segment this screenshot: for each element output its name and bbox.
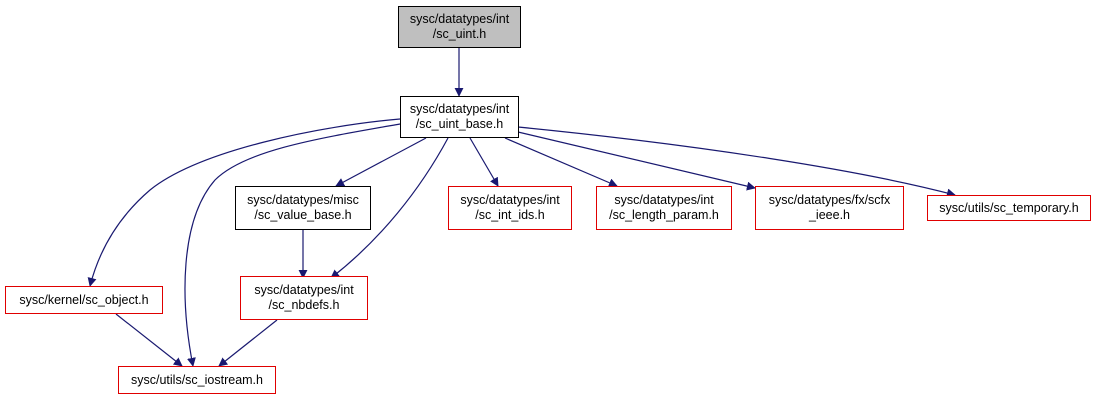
node-label: sysc/datatypes/int /sc_uint_base.h (409, 102, 510, 131)
node-scfx-ieee-h[interactable]: sysc/datatypes/fx/scfx _ieee.h (755, 186, 904, 230)
node-label: sysc/datatypes/misc /sc_value_base.h (247, 193, 359, 222)
edge-sc-uint-base-to-sc-temporary (517, 126, 956, 198)
edge-sc-uint-base-to-sc-iostream (184, 123, 401, 367)
node-sc-int-ids-h[interactable]: sysc/datatypes/int /sc_int_ids.h (448, 186, 572, 230)
edge-sc-nbdefs-to-sc-iostream (218, 319, 278, 367)
edge-sc-uint-base-to-sc-length-param (504, 137, 618, 187)
node-label: sysc/datatypes/int /sc_length_param.h (609, 193, 719, 222)
node-sc-object-h[interactable]: sysc/kernel/sc_object.h (5, 286, 163, 314)
node-label: sysc/utils/sc_temporary.h (939, 200, 1079, 215)
node-sc-uint-base-h[interactable]: sysc/datatypes/int /sc_uint_base.h (400, 96, 519, 138)
node-label: sysc/kernel/sc_object.h (19, 292, 149, 307)
node-label: sysc/utils/sc_iostream.h (131, 372, 263, 387)
edge-sc-uint-base-to-scfx-ieee (517, 131, 756, 191)
node-sc-length-param-h[interactable]: sysc/datatypes/int /sc_length_param.h (596, 186, 732, 230)
node-sc-value-base-h[interactable]: sysc/datatypes/misc /sc_value_base.h (235, 186, 371, 230)
edge-sc-uint-base-to-sc-nbdefs (330, 137, 449, 279)
node-sc-nbdefs-h[interactable]: sysc/datatypes/int /sc_nbdefs.h (240, 276, 368, 320)
node-sc-uint-h: sysc/datatypes/int /sc_uint.h (398, 6, 521, 48)
node-label: sysc/datatypes/fx/scfx _ieee.h (768, 193, 891, 222)
node-sc-iostream-h[interactable]: sysc/utils/sc_iostream.h (118, 366, 276, 394)
edge-sc-uint-base-to-sc-int-ids (469, 137, 499, 187)
node-label: sysc/datatypes/int /sc_nbdefs.h (254, 283, 354, 312)
edge-sc-uint-base-to-sc-object (87, 118, 401, 287)
node-label: sysc/datatypes/int /sc_int_ids.h (460, 193, 560, 222)
edge-sc-object-to-sc-iostream (115, 313, 183, 367)
edge-sc-uint-base-to-sc-value-base (335, 137, 427, 187)
node-label: sysc/datatypes/int /sc_uint.h (409, 12, 510, 41)
node-sc-temporary-h[interactable]: sysc/utils/sc_temporary.h (927, 195, 1091, 221)
